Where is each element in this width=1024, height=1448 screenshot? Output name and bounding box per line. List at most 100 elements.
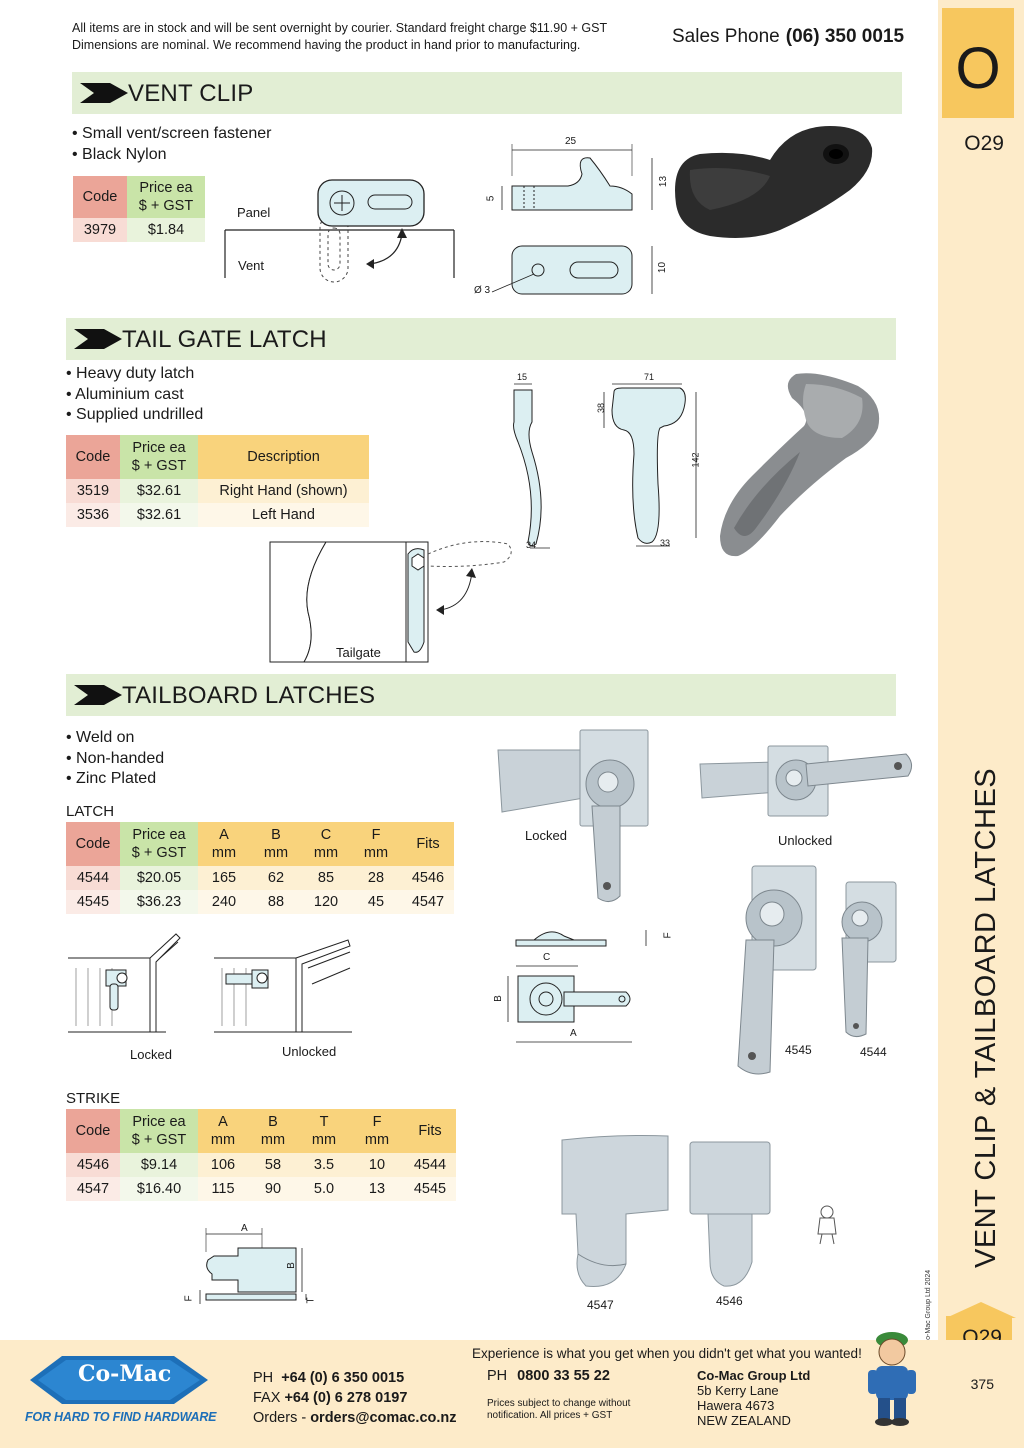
page-number: 375 (970, 1376, 994, 1392)
photo-unlocked-caption: Unlocked (778, 833, 833, 848)
cell-fits: 4544 (404, 1153, 456, 1177)
ph-number[interactable]: +64 (0) 6 350 0015 (281, 1370, 405, 1386)
col-a-unit: mm (210, 1132, 236, 1148)
col-code: Code (66, 435, 120, 479)
table-row: 4544 $20.05 165 62 85 28 4546 (66, 866, 454, 890)
price-line2: $ + GST (131, 845, 187, 861)
cell-fits: 4546 (402, 866, 454, 890)
latch-4544-photo (841, 881, 897, 1038)
col-fits: Fits (404, 1109, 456, 1153)
latch-locked-photo (497, 729, 649, 902)
cell-f: 28 (350, 866, 402, 890)
freephone-number[interactable]: 0800 33 55 22 (517, 1368, 610, 1384)
photo-4545-caption: 4545 (785, 1043, 812, 1057)
table-row: 3536 $32.61 Left Hand (66, 503, 369, 527)
latch-dim-a: A (570, 1028, 577, 1039)
col-f-label: F (371, 827, 381, 843)
cell-fits: 4545 (404, 1177, 456, 1201)
cell-code: 4545 (66, 890, 120, 914)
vent-clip-photo (675, 126, 873, 238)
col-t-label: T (319, 1114, 329, 1130)
col-price: Price ea$ + GST (120, 435, 198, 479)
cell-fits: 4547 (402, 890, 454, 914)
feature-item: • Zinc Plated (66, 770, 157, 787)
dim-38: 38 (596, 402, 607, 414)
sales-phone: Sales Phone(06) 350 0015 (672, 26, 904, 48)
footer-address: Co-Mac Group Ltd 5b Kerry Lane Hawera 46… (697, 1368, 810, 1428)
table-row: 4547 $16.40 115 90 5.0 13 4545 (66, 1177, 456, 1201)
header-note: All items are in stock and will be sent … (72, 20, 662, 54)
vent-clip-header: VENT CLIP (72, 72, 902, 114)
latch-dim-f: F (662, 932, 674, 939)
col-price: Price ea$ + GST (127, 176, 205, 218)
latch-dimension-drawing (507, 930, 647, 1043)
col-b-unit: mm (260, 1132, 286, 1148)
strike-dim-f: F (183, 1295, 195, 1302)
strike-dim-b: B (285, 1262, 297, 1269)
strike-dim-a: A (241, 1223, 248, 1234)
dim-d3: Ø 3 (474, 285, 491, 296)
col-c-label: C (320, 827, 332, 843)
fax-number: +64 (0) 6 278 0197 (284, 1390, 408, 1406)
tail-gate-price-table: Code Price ea$ + GST Description 3519 $3… (66, 435, 369, 527)
latch-locked-diagram (68, 933, 181, 1033)
photo-locked-caption: Locked (525, 828, 567, 843)
dim-5: 5 (485, 195, 497, 202)
price-line1: Price ea (132, 1114, 186, 1130)
col-f-unit: mm (363, 845, 389, 861)
latch-4545-photo (737, 865, 817, 1075)
table-row: 4545 $36.23 240 88 120 45 4547 (66, 890, 454, 914)
vent-clip-dimension-drawing (491, 144, 653, 295)
cell-code: 3979 (73, 218, 127, 242)
fine-line2: notification. All prices + GST (487, 1410, 613, 1421)
col-a-label: A (219, 827, 229, 843)
orders-email[interactable]: orders@comac.co.nz (310, 1410, 457, 1426)
strike-4547-caption: 4547 (587, 1298, 614, 1312)
orders-label: Orders - (253, 1410, 307, 1426)
cell-f: 10 (350, 1153, 404, 1177)
cell-f: 45 (350, 890, 402, 914)
strike-4547-photo (561, 1135, 669, 1288)
ph-label: PH (253, 1370, 274, 1386)
price-line2: $ + GST (138, 198, 194, 214)
latch-dim-b: B (492, 995, 504, 1002)
strike-dimension-drawing (199, 1228, 307, 1304)
table-row: 3519 $32.61 Right Hand (shown) (66, 479, 369, 503)
mascot-illustration (868, 1332, 916, 1426)
tailboard-title: TAILBOARD LATCHES (122, 682, 376, 709)
arrow-icon (74, 329, 122, 349)
dim-25: 25 (565, 136, 577, 147)
sales-phone-number[interactable]: (06) 350 0015 (785, 26, 905, 47)
address-line: NEW ZEALAND (697, 1413, 791, 1428)
cell-a: 165 (198, 866, 250, 890)
arrow-icon (80, 83, 128, 103)
cell-price: $36.23 (120, 890, 198, 914)
feature-item: • Supplied undrilled (66, 406, 204, 423)
col-price: Price ea$ + GST (120, 1109, 198, 1153)
cell-price: $1.84 (127, 218, 205, 242)
panel-label: Panel (237, 205, 271, 220)
diagram-locked-caption: Locked (130, 1047, 172, 1062)
tailgate-install-diagram (269, 541, 512, 663)
col-code: Code (73, 176, 127, 218)
col-c-unit: mm (313, 845, 339, 861)
tail-gate-features: • Heavy duty latch • Aluminium cast • Su… (66, 364, 203, 426)
cell-b: 88 (250, 890, 302, 914)
tailboard-header: TAILBOARD LATCHES (66, 674, 896, 716)
col-a-unit: mm (211, 845, 237, 861)
address-line: 5b Kerry Lane (697, 1383, 779, 1398)
latch-unlocked-diagram (214, 939, 352, 1033)
diagram-unlocked-caption: Unlocked (282, 1044, 337, 1059)
price-line1: Price ea (132, 827, 186, 843)
sales-phone-label: Sales Phone (672, 26, 780, 47)
dim-15: 15 (517, 372, 528, 382)
dim-33: 33 (660, 538, 671, 548)
feature-item: • Non-handed (66, 749, 165, 767)
cell-f: 13 (350, 1177, 404, 1201)
